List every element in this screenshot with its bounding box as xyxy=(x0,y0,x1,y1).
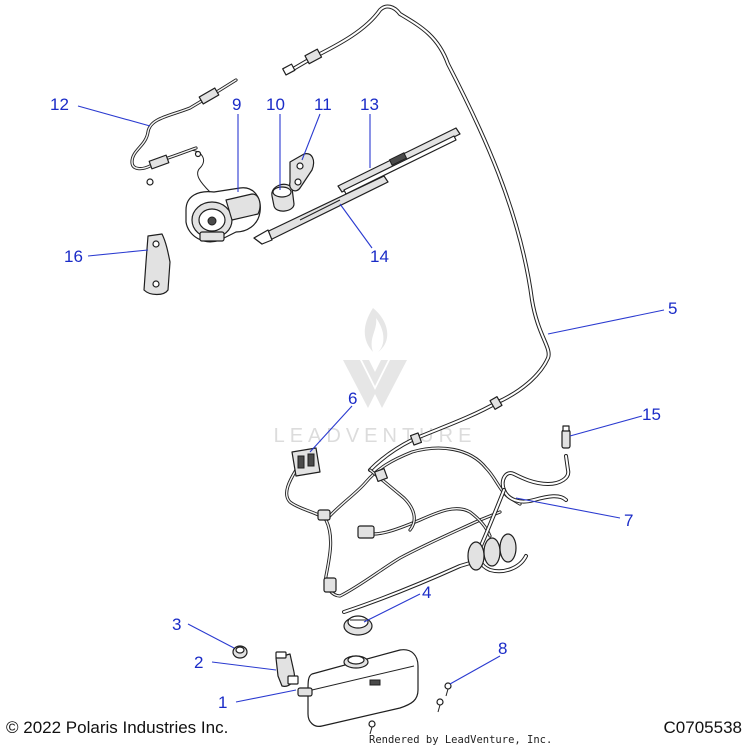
leader-7 xyxy=(515,497,621,519)
copyright-notice: © 2022 Polaris Industries Inc. xyxy=(6,718,229,737)
callout-8: 8 xyxy=(498,639,507,658)
leader-2 xyxy=(211,661,277,671)
leader-1 xyxy=(235,689,297,703)
part-7-hose-assembly xyxy=(342,454,571,614)
part-3-grommet xyxy=(232,645,248,659)
part-8-screws xyxy=(368,682,452,735)
part-2-washer-pump xyxy=(275,651,299,687)
watermark: LEADVENTURE xyxy=(274,308,477,447)
leader-3 xyxy=(187,623,235,649)
watermark-logo xyxy=(343,308,407,408)
callout-6: 6 xyxy=(348,389,357,408)
part-9-wiper-motor xyxy=(185,149,261,243)
callout-16: 16 xyxy=(64,247,83,266)
callout-3: 3 xyxy=(172,615,181,634)
callout-15: 15 xyxy=(642,405,661,424)
diagram-code: C0705538 xyxy=(663,718,742,737)
part-4-reservoir-cap xyxy=(343,615,373,636)
part-10-cap xyxy=(271,183,295,212)
part-15-nozzle xyxy=(561,425,571,449)
callout-13: 13 xyxy=(360,95,379,114)
callout-9: 9 xyxy=(232,95,241,114)
watermark-text: LEADVENTURE xyxy=(274,425,477,447)
leader-8 xyxy=(449,655,501,685)
part-1-reservoir-tank xyxy=(297,649,419,727)
leader-5 xyxy=(547,309,665,335)
part-14-wiper-arm xyxy=(253,175,389,245)
callout-5: 5 xyxy=(668,299,677,318)
callout-1: 1 xyxy=(218,693,227,712)
leader-14 xyxy=(339,203,373,249)
callout-labels: 1 2 3 4 5 6 7 8 9 10 11 12 13 14 15 16 xyxy=(50,95,677,712)
callout-11: 11 xyxy=(314,95,332,114)
leader-lines xyxy=(77,105,665,703)
part-6-harness xyxy=(285,446,522,598)
leader-4 xyxy=(363,593,421,623)
part-12-wire-pigtail xyxy=(130,78,238,186)
part-11-bracket xyxy=(289,153,315,192)
callout-2: 2 xyxy=(194,653,203,672)
leader-6 xyxy=(309,405,353,453)
leader-12 xyxy=(77,105,151,127)
leader-16 xyxy=(87,249,149,257)
part-16-mount-plate xyxy=(143,233,171,296)
callout-4: 4 xyxy=(422,583,431,602)
leader-15 xyxy=(569,415,643,437)
callout-14: 14 xyxy=(370,247,389,266)
callout-12: 12 xyxy=(50,95,69,114)
callout-7: 7 xyxy=(624,511,633,530)
rendered-by-credit: Rendered by LeadVenture, Inc. xyxy=(369,734,553,746)
callout-10: 10 xyxy=(266,95,285,114)
part-5-washer-hose xyxy=(282,4,551,472)
part-13-wiper-blade xyxy=(337,127,461,195)
leader-11 xyxy=(301,113,321,161)
